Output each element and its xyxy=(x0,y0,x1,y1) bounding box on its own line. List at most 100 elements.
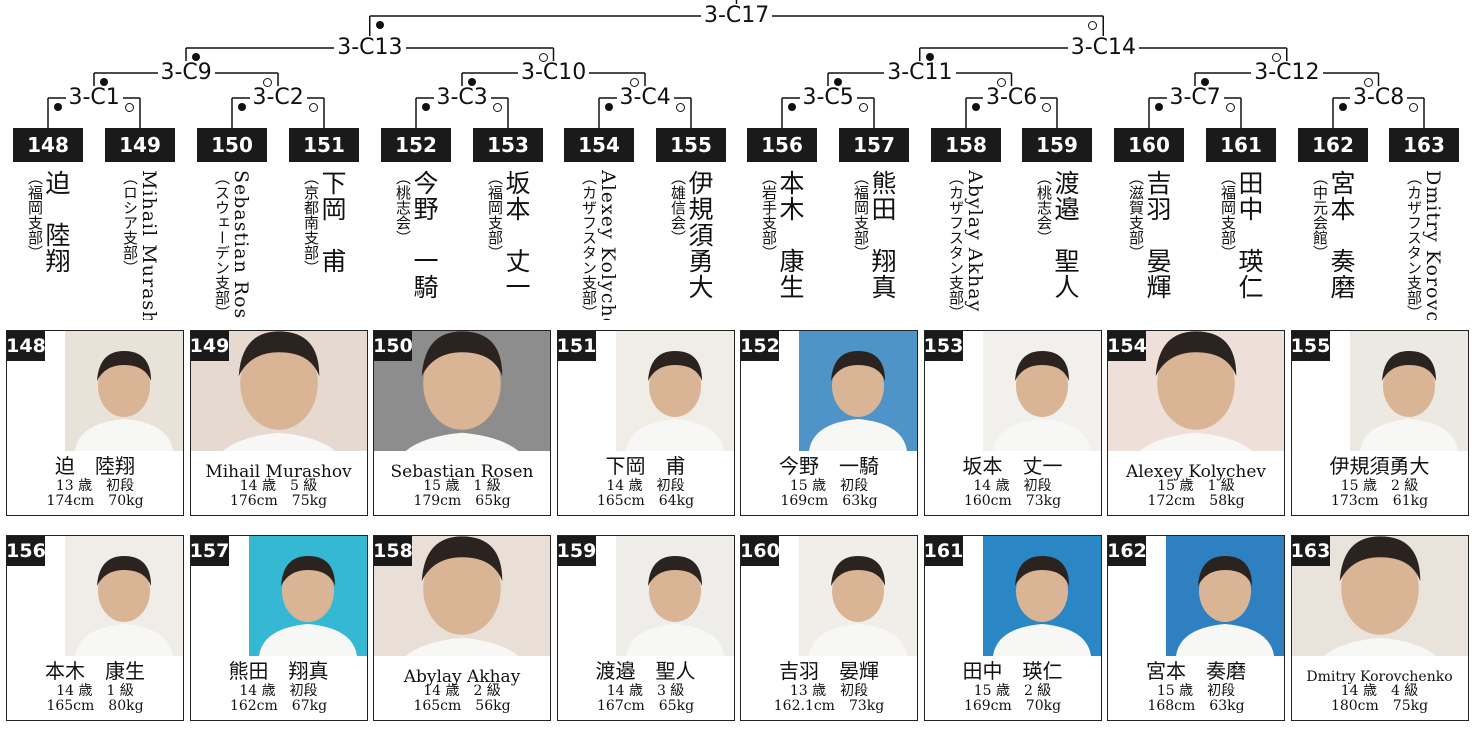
match-label-m14: 3-C14 xyxy=(1067,36,1140,60)
bracket-slot-name: （福岡支部）迫 陸翔 xyxy=(2,170,94,320)
age: 15 歳 xyxy=(973,683,1010,699)
height-weight-line: 165cm 80kg xyxy=(7,699,183,714)
vertical-player-name: 今野 一騎 xyxy=(410,170,439,300)
height-weight-line: 168cm 63kg xyxy=(1108,699,1284,714)
bracket-ring-m11 xyxy=(996,78,1006,87)
portrait-silhouette-icon xyxy=(615,331,734,451)
height-weight-line: 174cm 70kg xyxy=(7,494,183,509)
vertical-player-branch: （京都南支部） xyxy=(302,170,320,275)
card-player-name: Dmitry Korovchenko xyxy=(1306,669,1453,685)
bracket-dot-m8 xyxy=(1339,103,1347,111)
bracket-ring-m3 xyxy=(493,103,502,112)
bracket-slot-name: Abylay Akhay（カザフスタン支部） xyxy=(920,170,1012,320)
weight: 70kg xyxy=(108,493,144,509)
match-label-m9: 3-C9 xyxy=(157,61,215,85)
height-weight-line: 172cm 58kg xyxy=(1108,494,1284,509)
card-player-name: 今野 一騎 xyxy=(779,454,879,478)
vertical-player-name: 下岡 甫 xyxy=(318,170,347,274)
height-weight-line: 162cm 67kg xyxy=(191,699,367,714)
bracket-slot-number: 150 xyxy=(197,128,267,162)
bracket-dot-m3 xyxy=(422,103,430,111)
age-rank-line: 14 歳 初段 xyxy=(191,684,367,699)
height-weight-line: 180cm 75kg xyxy=(1292,699,1468,714)
vertical-player-branch: （雄信会） xyxy=(669,170,687,245)
card-number: 151 xyxy=(557,331,596,361)
bracket-ring-m4 xyxy=(676,103,685,112)
card-player-name: 田中 瑛仁 xyxy=(962,659,1063,683)
card-number: 153 xyxy=(924,331,963,361)
rank: 初段 xyxy=(106,478,135,494)
match-label-m8: 3-C8 xyxy=(1350,86,1408,110)
weight: 75kg xyxy=(291,493,328,509)
bracket-slot-number: 152 xyxy=(381,128,451,162)
vertical-player-name: 渡邉 聖人 xyxy=(1051,170,1080,300)
age-rank-line: 15 歳 初段 xyxy=(1108,684,1284,699)
portrait-silhouette-icon xyxy=(1349,331,1468,451)
card-number: 154 xyxy=(1108,331,1147,361)
age-rank-line: 14 歳 1 級 xyxy=(7,684,183,699)
bracket-dot-m14 xyxy=(925,53,934,61)
weight: 64kg xyxy=(658,493,695,509)
portrait-silhouette-icon xyxy=(799,331,917,451)
height-weight-line: 179cm 65kg xyxy=(374,494,550,509)
age: 14 歳 xyxy=(973,478,1010,494)
vertical-player-name: Abylay Akhay xyxy=(964,170,986,313)
card-player-name: 迫 陸翔 xyxy=(55,454,135,478)
age-rank-line: 15 歳 初段 xyxy=(741,479,917,494)
vertical-player-branch: （カザフスタン支部） xyxy=(1405,170,1423,320)
bracket-dot-m4 xyxy=(605,103,613,111)
player-photo xyxy=(1349,331,1468,451)
card-player-name: 伊規須勇大 xyxy=(1329,454,1430,478)
bracket-slot-name: Alexey Kolychev（カザフスタン支部） xyxy=(553,170,645,320)
bracket-slot-number: 155 xyxy=(656,128,726,162)
card-player-name: Mihail Murashov xyxy=(205,462,352,482)
weight: 63kg xyxy=(1209,698,1245,714)
bracket-ring-m5 xyxy=(859,103,868,112)
vertical-player-name: 熊田 翔真 xyxy=(868,170,897,300)
bracket-slot-number: 148 xyxy=(13,128,83,162)
bracket-slot-name: （雄信会）伊規須勇大 xyxy=(645,170,737,320)
bracket-dot-m17 xyxy=(375,21,384,29)
vertical-player-name: 伊規須勇大 xyxy=(685,170,714,300)
bracket-slot-number: 158 xyxy=(931,128,1001,162)
weight: 65kg xyxy=(658,698,695,714)
vertical-player-name: 田中 瑛仁 xyxy=(1235,170,1264,300)
vertical-player-branch: （中元会館） xyxy=(1311,170,1329,260)
bracket-dot-m6 xyxy=(972,103,980,111)
bracket-slot-number: 159 xyxy=(1022,128,1092,162)
card-number: 155 xyxy=(1291,331,1330,361)
rank: 初段 xyxy=(289,683,318,699)
bracket-dot-m11 xyxy=(834,78,842,86)
vertical-player-branch: （カザフスタン支部） xyxy=(580,170,598,320)
weight: 70kg xyxy=(1025,698,1062,714)
vertical-player-name: 迫 陸翔 xyxy=(42,170,71,274)
rank: 1 級 xyxy=(106,683,134,699)
player-photo xyxy=(615,536,734,656)
vertical-player-branch: （滋賀支部） xyxy=(1127,170,1145,260)
portrait-silhouette-icon xyxy=(982,331,1101,451)
player-photo xyxy=(248,536,367,656)
bracket-slot-name: （京都南支部）下岡 甫 xyxy=(278,170,370,320)
height-weight-line: 162.1cm 73kg xyxy=(741,699,917,714)
age: 14 歳 xyxy=(423,683,460,699)
age: 15 歳 xyxy=(1157,478,1194,494)
height: 167cm xyxy=(596,698,645,714)
player-photo xyxy=(65,331,183,451)
vertical-player-branch: （福岡支部） xyxy=(852,170,870,260)
height: 162cm xyxy=(229,698,278,714)
